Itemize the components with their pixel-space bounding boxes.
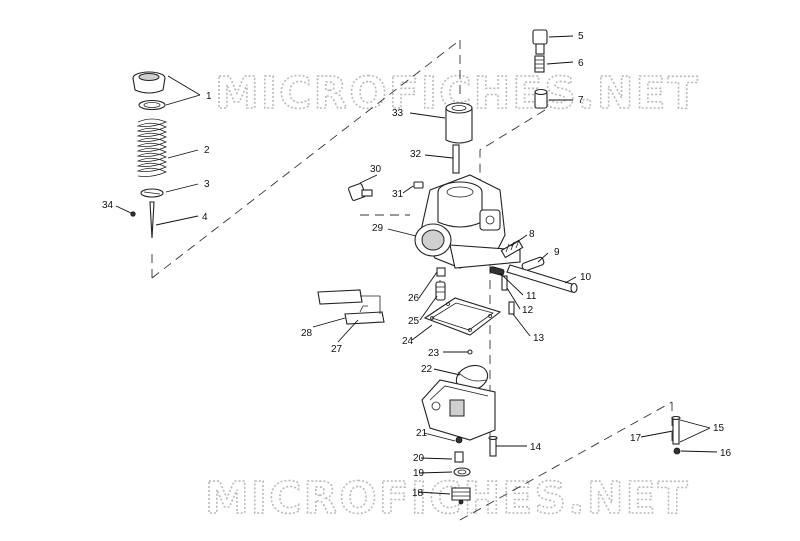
callout-10: 10 [580, 272, 592, 283]
callout-17: 17 [630, 433, 642, 444]
gasket-part-24 [423, 297, 502, 336]
connector-line [360, 295, 381, 314]
jet-part-26 [436, 267, 446, 277]
callout-4: 4 [202, 212, 208, 223]
callout-1: 1 [206, 91, 212, 102]
callout-32: 32 [410, 149, 422, 160]
sensor-part-30 [348, 183, 373, 201]
screw-part-12 [501, 275, 508, 291]
callout-14: 14 [530, 442, 542, 453]
callout-15: 15 [713, 423, 725, 434]
callout-13: 13 [533, 333, 545, 344]
screw-part-31 [413, 181, 424, 189]
callout-25: 25 [408, 316, 420, 327]
callout-16: 16 [720, 448, 732, 459]
screw-part-8 [500, 239, 524, 259]
callout-3: 3 [204, 179, 210, 190]
callout-29: 29 [372, 223, 384, 234]
slide-part-33 [445, 102, 473, 144]
plate-part-28 [317, 289, 363, 305]
callout-5: 5 [578, 31, 584, 42]
screw-part-15 [671, 415, 681, 445]
spring-part-2 [136, 118, 168, 177]
washer-part-16 [673, 447, 681, 455]
pin-part-13 [508, 301, 515, 315]
pin-part-23 [467, 349, 473, 355]
callout-20: 20 [413, 453, 425, 464]
needle-part-4 [149, 201, 155, 239]
float-bowl [421, 379, 496, 441]
fitting-part-7 [534, 88, 548, 109]
callout-labels: 1 2 3 4 34 5 6 7 33 32 30 31 29 8 9 10 1… [102, 31, 732, 499]
spring-part-11 [489, 266, 505, 276]
callout-34: 34 [102, 200, 114, 211]
callout-19: 19 [413, 468, 425, 479]
ring-part-1 [138, 99, 166, 111]
jet-part-25 [435, 281, 446, 301]
callout-22: 22 [421, 364, 433, 375]
clip-part-3 [140, 188, 164, 198]
screw-part-34 [130, 211, 136, 217]
callout-27: 27 [331, 344, 343, 355]
spring-part-6 [534, 55, 545, 73]
cap-part-1 [132, 71, 166, 94]
callout-23: 23 [428, 348, 440, 359]
plug-part-18 [451, 487, 471, 505]
callout-31: 31 [392, 189, 404, 200]
watermark-bottom: MICROFICHES.NET [205, 473, 690, 524]
callout-30: 30 [370, 164, 382, 175]
callout-33: 33 [392, 108, 404, 119]
callout-8: 8 [529, 229, 535, 240]
callout-12: 12 [522, 305, 534, 316]
screw-part-20 [454, 451, 464, 463]
washer-part-19 [453, 467, 471, 477]
callout-2: 2 [204, 145, 210, 156]
rod-part-32 [452, 144, 460, 174]
fitting-part-5 [532, 29, 548, 55]
bolt-part-14 [488, 435, 498, 457]
callout-6: 6 [578, 58, 584, 69]
callout-28: 28 [301, 328, 313, 339]
nut-part-21 [455, 436, 463, 444]
leader-lines [115, 35, 718, 495]
callout-18: 18 [412, 488, 424, 499]
plate-part-27 [344, 305, 385, 325]
callout-7: 7 [578, 95, 584, 106]
rod-part-10 [506, 264, 578, 294]
callout-11: 11 [526, 291, 537, 302]
callout-24: 24 [402, 336, 414, 347]
callout-21: 21 [416, 428, 428, 439]
callout-26: 26 [408, 293, 420, 304]
screw-part-9 [521, 256, 545, 272]
callout-9: 9 [554, 247, 560, 258]
